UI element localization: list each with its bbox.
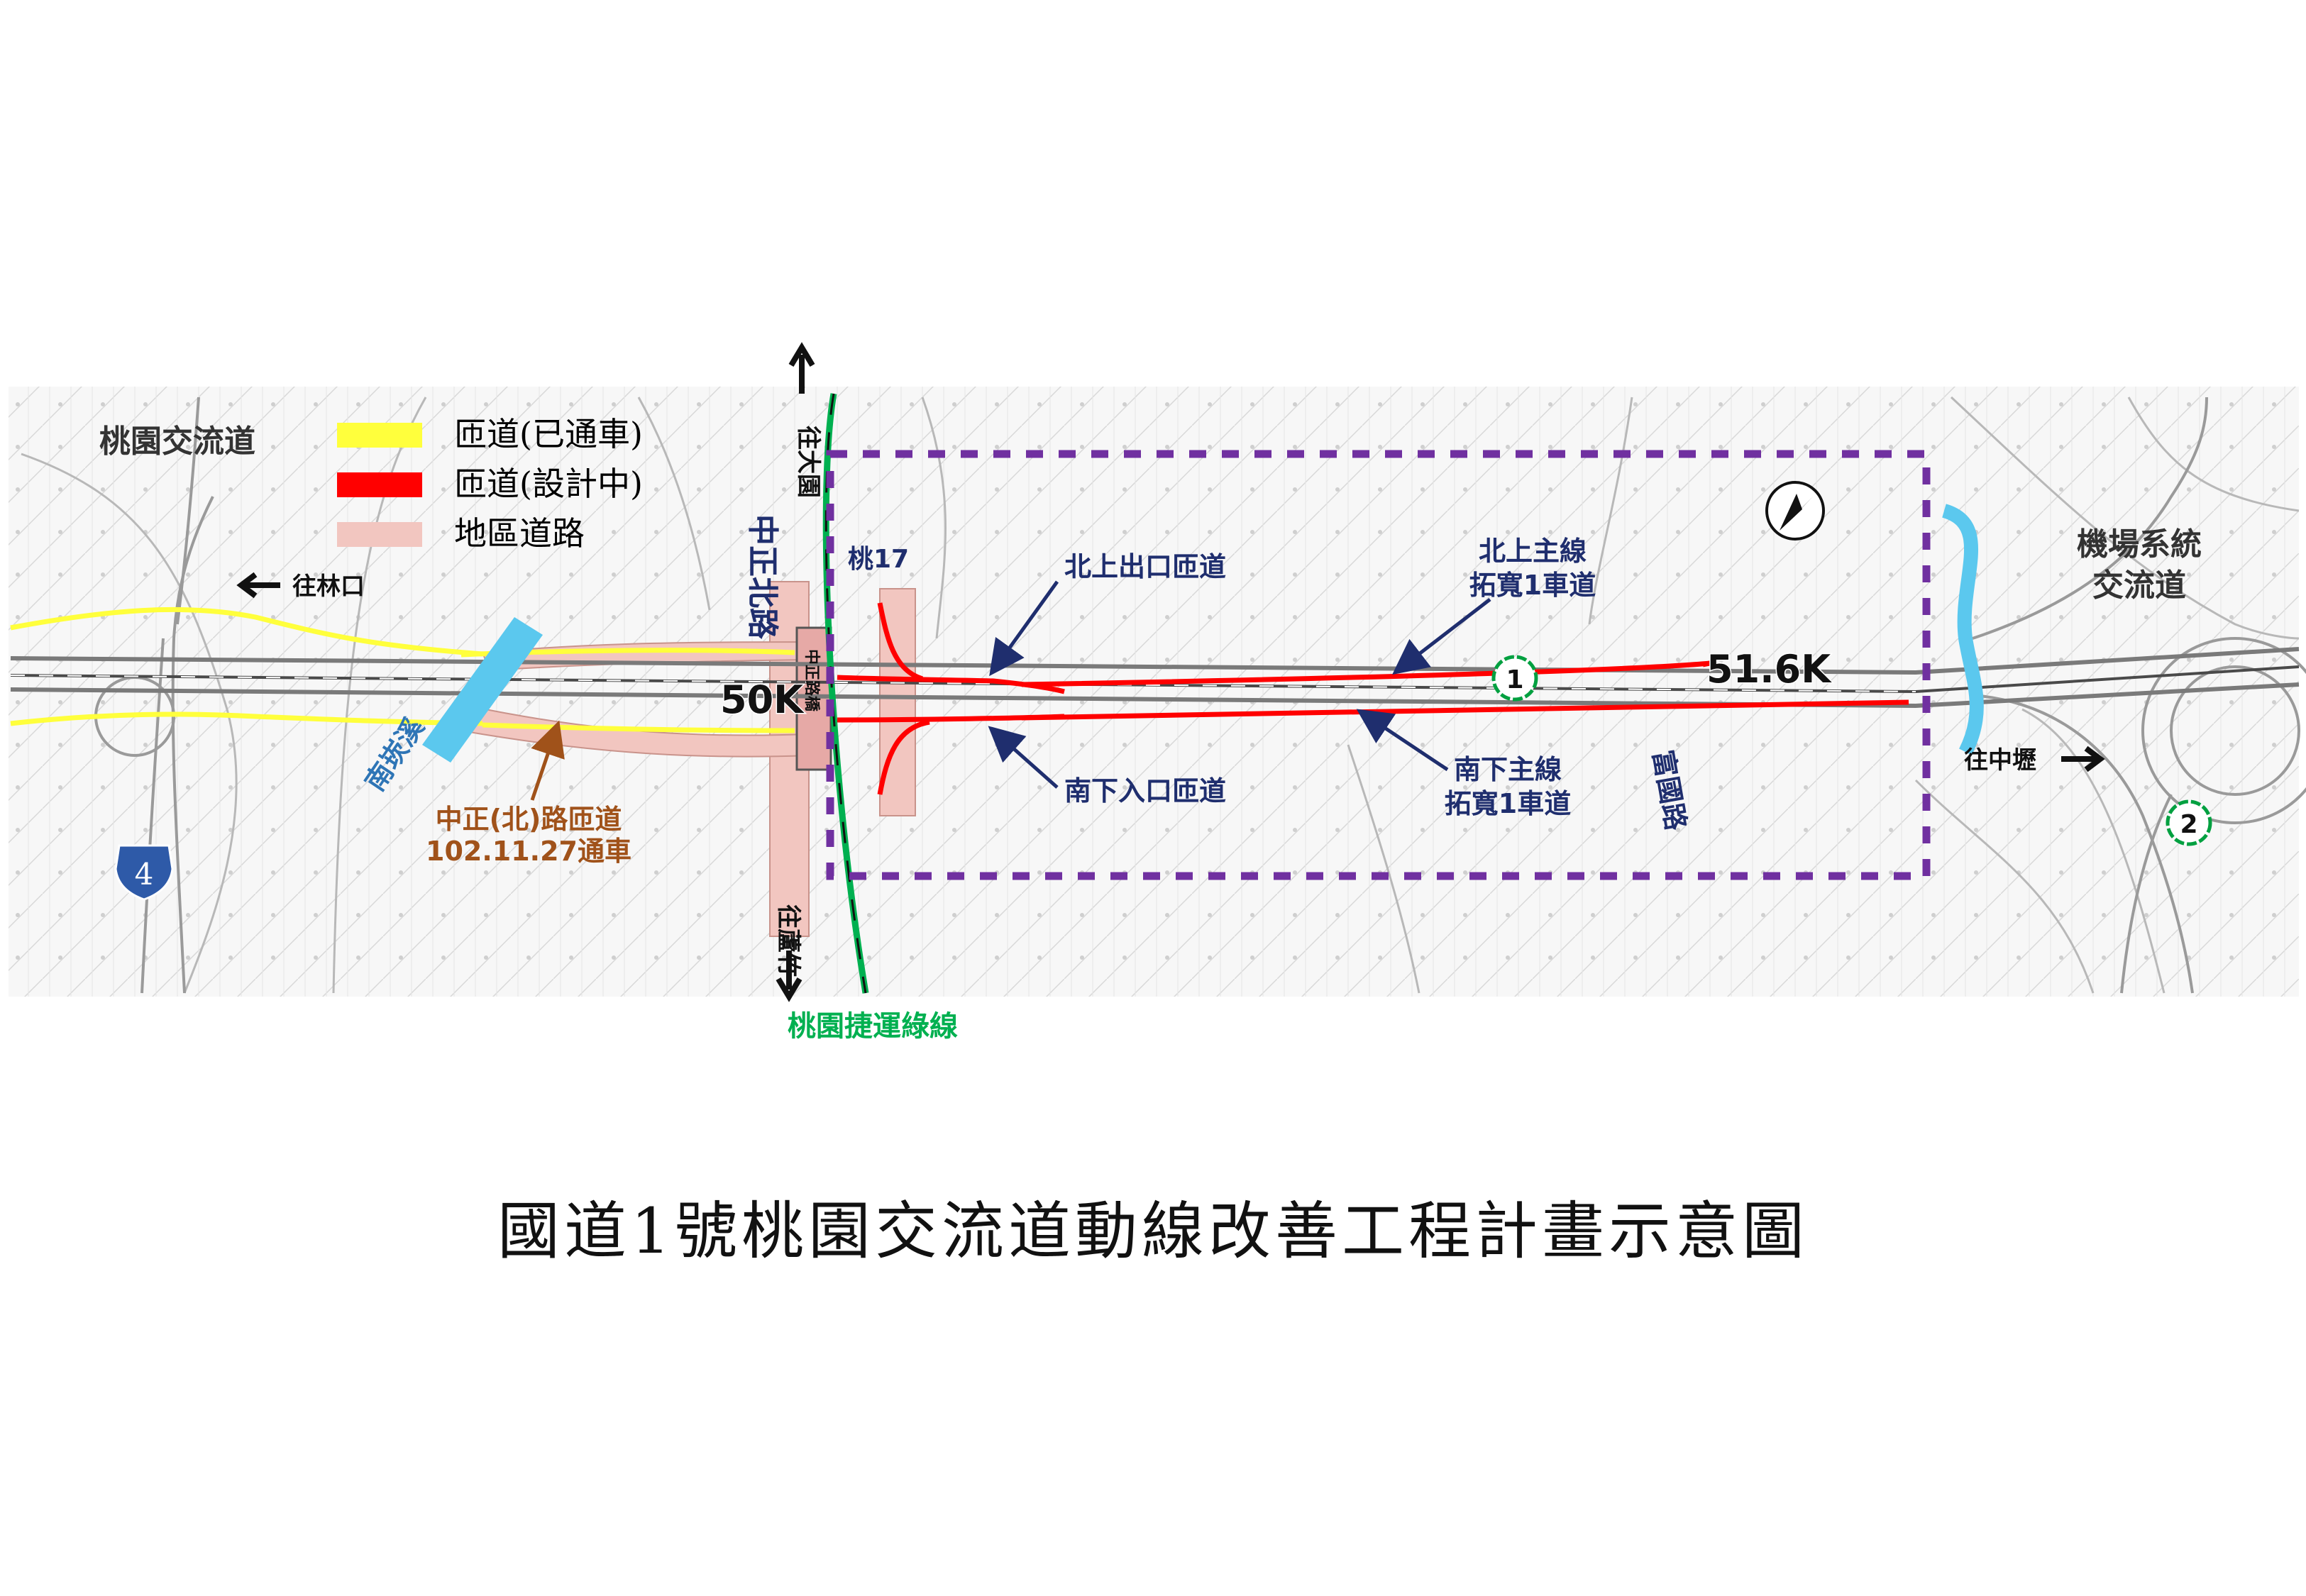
sb-main-label-2: 拓寬1車道 bbox=[1445, 788, 1571, 819]
to-dayuan: 往大園 bbox=[788, 342, 822, 498]
airport-river bbox=[1941, 504, 1984, 755]
legend-label-design: 匝道(設計中) bbox=[454, 465, 643, 503]
sb-entry-label: 南下入口匝道 bbox=[1064, 775, 1226, 807]
mrt-line-dash bbox=[824, 393, 867, 994]
ramp-done-label-1: 中正(北)路匝道 bbox=[436, 804, 622, 835]
nb-exit-label: 北上出口匝道 bbox=[1064, 551, 1226, 582]
arrow-left-icon bbox=[236, 572, 280, 599]
flower-marker-1: 1 bbox=[1491, 655, 1538, 702]
mileage-end: 51.6K bbox=[1706, 647, 1832, 692]
annotation-nb-main: 北上主線 拓寬1車道 bbox=[1392, 536, 1596, 675]
sb-main-label-1: 南下主線 bbox=[1454, 754, 1562, 785]
project-boundary bbox=[826, 450, 1931, 880]
taoyuan-ic-label: 桃園交流道 bbox=[99, 423, 255, 460]
legend-label-local: 地區道路 bbox=[454, 514, 585, 553]
zhongzheng-bridge bbox=[795, 626, 832, 771]
flower-marker-2: 2 bbox=[2166, 799, 2212, 846]
to-zhongli-label: 往中壢 bbox=[1964, 746, 2036, 775]
arrow-right-icon bbox=[2061, 746, 2105, 772]
ramp-done-label-2: 102.11.27通車 bbox=[426, 836, 631, 867]
arrow-down-icon bbox=[776, 951, 802, 1002]
sb-main-pointer bbox=[1356, 709, 1449, 772]
freeway-4-shield: 4 bbox=[114, 844, 174, 901]
airport-ic-linework bbox=[1972, 397, 2306, 994]
north-arrow-icon bbox=[1765, 481, 1825, 541]
annotation-ramp-done: 中正(北)路匝道 102.11.27通車 bbox=[426, 720, 631, 867]
zhongzheng-bridge-label: 中正路橋 bbox=[802, 649, 821, 712]
figure-caption: 國道1號桃園交流道動線改善工程計畫示意圖 bbox=[497, 1195, 1809, 1268]
ramp-done-pointer bbox=[530, 720, 565, 801]
legend-swatch-open bbox=[337, 423, 422, 448]
design-ramps bbox=[837, 602, 1909, 795]
legend-swatch-local bbox=[337, 522, 422, 547]
airport-ic-label-1: 機場系統 bbox=[2077, 526, 2202, 563]
annotation-nb-exit: 北上出口匝道 bbox=[989, 551, 1226, 677]
nb-exit-pointer bbox=[989, 580, 1059, 677]
to-luzhu: 往蘆竹 bbox=[774, 904, 802, 1002]
to-dayuan-label: 往大園 bbox=[794, 426, 822, 498]
flower-marker-2-number: 2 bbox=[2180, 810, 2197, 839]
tao17-label: 桃17 bbox=[848, 545, 909, 574]
mrt-label: 桃園捷運綠線 bbox=[788, 1010, 958, 1043]
nb-main-label-2: 拓寬1車道 bbox=[1469, 570, 1596, 601]
legend-swatch-design bbox=[337, 472, 422, 497]
mileage-start: 50K bbox=[720, 677, 805, 722]
arrow-up-icon bbox=[788, 342, 815, 394]
nb-main-pointer bbox=[1392, 598, 1491, 675]
zhongzheng-n-rd-label: 中正北路 bbox=[744, 514, 780, 640]
nankan-river bbox=[422, 617, 543, 763]
annotation-sb-main: 南下主線 拓寬1車道 bbox=[1356, 709, 1571, 819]
nb-main-label-1: 北上主線 bbox=[1479, 536, 1587, 567]
annotation-sb-entry: 南下入口匝道 bbox=[988, 726, 1226, 807]
freeway-mainline bbox=[10, 647, 2300, 709]
to-linkou-label: 往林口 bbox=[292, 572, 365, 601]
to-linkou: 往林口 bbox=[236, 572, 365, 601]
freeway-4-number: 4 bbox=[135, 857, 154, 892]
flower-marker-1-number: 1 bbox=[1506, 665, 1523, 694]
sb-entry-pointer bbox=[988, 726, 1059, 789]
legend-label-open: 匝道(已通車) bbox=[454, 415, 643, 453]
airport-ic-label-2: 交流道 bbox=[2092, 567, 2186, 604]
legend: 匝道(已通車) 匝道(設計中) 地區道路 bbox=[337, 415, 643, 553]
to-zhongli: 往中壢 bbox=[1964, 746, 2105, 775]
